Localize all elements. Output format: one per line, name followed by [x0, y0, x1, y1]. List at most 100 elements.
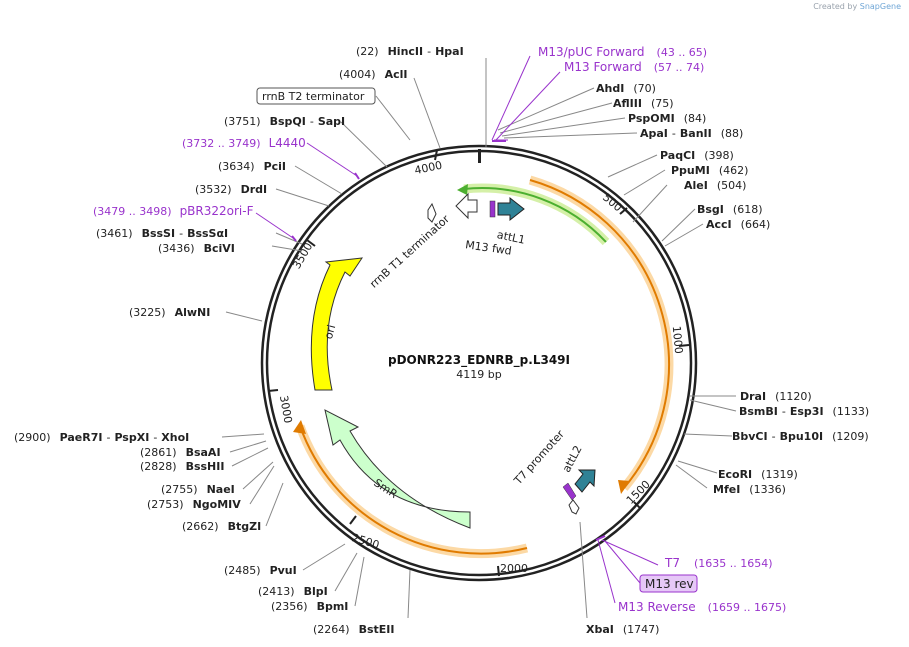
feature-t7-promoter	[562, 482, 577, 501]
enzyme-pos: (2755)	[161, 483, 198, 496]
tick-label-3000: 3000	[277, 394, 295, 424]
enzyme-name: BstEII	[359, 623, 395, 636]
enzyme-pos: (22)	[356, 45, 379, 58]
enzyme-name: PaeR7I	[60, 431, 103, 444]
enzyme-apai-banii: ApaI-BanII(88)	[640, 127, 743, 140]
feature-rrnb-t2-box	[256, 87, 376, 105]
primer-m13-rev: M13 rev	[645, 577, 694, 591]
enzyme-pos: (2264)	[313, 623, 350, 636]
enzyme-pos: (1133)	[833, 405, 870, 418]
enzyme-pos: (3751)	[224, 115, 261, 128]
enzyme-hincii-hpai: (22)HincII-HpaI	[356, 45, 464, 58]
rrnb-t2-small-arrow	[427, 202, 437, 223]
tick-label-3500: 3500	[290, 240, 315, 271]
primer-name: M13/pUC Forward	[538, 45, 645, 59]
tick-1500	[633, 501, 642, 510]
enzyme-name: BtgZI	[228, 520, 262, 533]
orf-arc-bottom-head	[293, 420, 306, 434]
enzyme-ngomiv: (2753) NgoMIV	[147, 498, 241, 511]
enzyme-pos: (70)	[633, 82, 656, 95]
enzyme-pos: (664)	[741, 218, 771, 231]
enzyme-drdi: (3532) DrdI	[195, 183, 267, 196]
enzyme-sep: -	[153, 431, 157, 444]
enzyme-pos: (2861)	[140, 446, 177, 459]
feature-t7-small-arrow	[568, 499, 580, 515]
snapgene-credit: Created by SnapGene	[813, 2, 901, 11]
enzyme-pos: (75)	[651, 97, 674, 110]
enzyme-paer7i-pspxi-xhoi: (2900)PaeR7I-PspXI-XhoI	[14, 431, 189, 444]
enzyme-bbvci-bpu10i: BbvCI-Bpu10I(1209)	[732, 430, 869, 443]
enzyme-extra2: XhoI	[161, 431, 189, 444]
enzyme-pvui: (2485)PvuI	[224, 564, 297, 577]
enzyme-name: NgoMIV	[193, 498, 242, 511]
enzyme-extra: Esp3I	[790, 405, 824, 418]
plasmid-length: 4119 bp	[456, 368, 501, 381]
enzyme-pos: (1747)	[623, 623, 660, 636]
tick-2500	[349, 515, 357, 525]
m13fwd-arc-head	[457, 184, 468, 195]
enzyme-blpi: (2413)BlpI	[258, 585, 328, 598]
enzyme-sep: -	[310, 115, 314, 128]
enzyme-extra: BssSαI	[187, 227, 228, 240]
enzyme-extra: HpaI	[435, 45, 464, 58]
tick-label-1000: 1000	[670, 325, 685, 354]
enzyme-bsaai: (2861) BsaAI	[140, 446, 221, 459]
feature-rrnb-t1-label: rrnB T1 terminator	[367, 212, 452, 290]
enzyme-acli: (4004)AclI	[339, 68, 407, 81]
primer-sites	[291, 140, 606, 541]
primer-name: M13 Reverse	[618, 600, 696, 614]
feature-attl1	[497, 196, 525, 222]
enzyme-pos: (2662)	[182, 520, 219, 533]
backbone-outer	[260, 144, 698, 582]
tick-marks	[267, 149, 690, 577]
enzyme-pos: (504)	[717, 179, 747, 192]
enzyme-bcivi: (3436)BciVI	[158, 242, 235, 255]
enzyme-name: NaeI	[207, 483, 235, 496]
enzyme-bsgi: BsgI(618)	[697, 203, 763, 216]
enzyme-bspqi-sapi: (3751)BspQI-SapI	[224, 115, 345, 128]
enzyme-afliii: AflIII (75)	[613, 97, 674, 110]
primer-name: M13 Forward	[564, 60, 642, 74]
orf-arc-bottom-glow	[295, 424, 529, 559]
enzyme-name: BsmBI	[739, 405, 778, 418]
enzyme-sep: -	[772, 430, 776, 443]
enzyme-name: ApaI	[640, 127, 668, 140]
credit-brand: SnapGene	[859, 2, 901, 11]
enzyme-pos: (1120)	[775, 390, 812, 403]
enzyme-pos: (1319)	[761, 468, 798, 481]
enzyme-bpmi: (2356)BpmI	[271, 600, 348, 613]
enzyme-pos: (88)	[721, 127, 744, 140]
enzyme-pos: (3532)	[195, 183, 232, 196]
enzyme-sep: -	[782, 405, 786, 418]
enzyme-name: BssHII	[186, 460, 225, 473]
enzyme-btgzi: (2662) BtgZI	[182, 520, 261, 533]
enzyme-name: AlwNI	[175, 306, 211, 319]
feature-t7-promoter-label: T7 promoter	[511, 427, 567, 488]
enzyme-pos: (618)	[733, 203, 763, 216]
enzyme-bsshii: (2828)BssHII	[140, 460, 224, 473]
feature-smr	[324, 409, 471, 529]
enzyme-name: AflIII	[613, 97, 642, 110]
enzyme-name: DrdI	[241, 183, 268, 196]
enzyme-name: HincII	[388, 45, 424, 58]
primer-range: (43 .. 65)	[657, 46, 708, 59]
feature-ori	[310, 257, 364, 391]
enzyme-name: EcoRI	[718, 468, 752, 481]
enzyme-pos: (2753)	[147, 498, 184, 511]
enzyme-name: AccI	[706, 218, 732, 231]
primer-range: (57 .. 74)	[654, 61, 705, 74]
primer-m13fwd-site	[489, 200, 496, 218]
enzyme-name: BsaAI	[186, 446, 221, 459]
enzyme-name: BlpI	[304, 585, 328, 598]
enzyme-sep: -	[179, 227, 183, 240]
enzyme-name: BspQI	[270, 115, 306, 128]
enzyme-pcii: (3634)PciI	[218, 160, 286, 173]
leader-lines	[221, 58, 737, 619]
feature-m13fwd-label: M13 fwd	[464, 238, 512, 257]
primer-range: (3732 .. 3749)	[182, 137, 261, 150]
enzyme-pos: (3634)	[218, 160, 255, 173]
enzyme-alei: AleI(504)	[684, 179, 746, 192]
enzyme-name: AhdI	[596, 82, 624, 95]
enzyme-xbai: XbaI(1747)	[586, 623, 659, 636]
enzyme-pos: (398)	[704, 149, 734, 162]
